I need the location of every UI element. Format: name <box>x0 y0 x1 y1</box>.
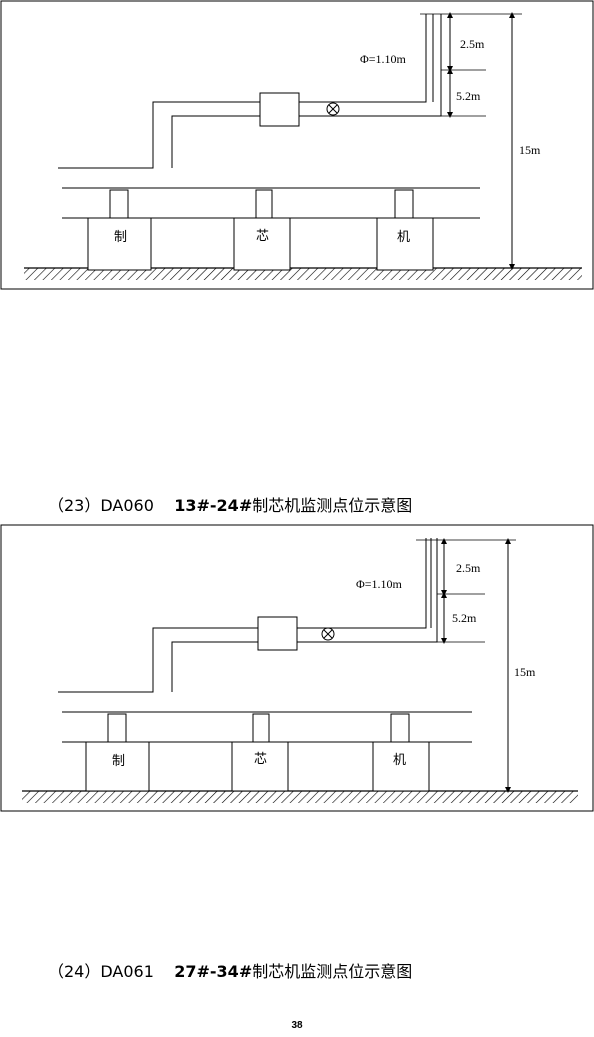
dim-label-mid: 5.2m <box>456 89 481 103</box>
duct-outer-right <box>297 538 427 629</box>
machine-connector <box>109 189 129 219</box>
machine-box <box>87 217 152 271</box>
machine-connector <box>394 189 414 219</box>
duct-inner <box>171 115 260 168</box>
machine-box <box>376 217 434 271</box>
machine-label: 制 <box>112 754 125 769</box>
diagram-frame <box>0 524 594 812</box>
machine-box <box>231 741 289 792</box>
page-number: 38 <box>291 1020 303 1031</box>
machine-label: 制 <box>114 230 127 245</box>
machine-label: 机 <box>397 230 410 245</box>
figure-caption-24: （24）DA061 27#-34#制芯机监测点位示意图 <box>48 958 412 982</box>
machine-label: 机 <box>393 753 406 768</box>
caption-range: 27#-34# <box>174 962 253 981</box>
machine-box <box>85 741 150 792</box>
dim-label-top: 2.5m <box>460 37 485 51</box>
ground-hatch <box>24 268 582 280</box>
dim-label-top: 2.5m <box>456 561 481 575</box>
figure-caption-23: （23）DA060 13#-24#制芯机监测点位示意图 <box>48 492 412 516</box>
machine-connector <box>255 189 273 219</box>
monitoring-point-icon <box>326 102 340 116</box>
duct-inner <box>171 641 258 692</box>
duct-outer <box>58 627 258 693</box>
caption-title: 制芯机监测点位示意图 <box>252 962 413 981</box>
machine-box <box>233 217 291 271</box>
caption-title: 制芯机监测点位示意图 <box>252 496 413 515</box>
duct-outer <box>58 101 260 169</box>
ground-hatch <box>22 791 578 803</box>
fan-box <box>259 92 300 127</box>
machine-label: 芯 <box>256 229 269 244</box>
machine-box <box>372 741 430 792</box>
machine-connector <box>390 713 410 743</box>
caption-prefix: （23）DA060 <box>48 496 154 515</box>
dim-label-mid: 5.2m <box>452 611 477 625</box>
machine-connector <box>107 713 127 743</box>
caption-range: 13#-24# <box>174 496 253 515</box>
monitoring-point-icon <box>321 627 335 641</box>
monitoring-diagram-1: 制 芯 机 2.5m 5.2m 15m Φ=1.10m <box>0 0 594 290</box>
monitoring-diagram-2: 制 芯 机 2.5m 5.2m 15m Φ=1.10m <box>0 524 594 812</box>
diameter-label: Φ=1.10m <box>360 52 407 66</box>
duct-outer-right <box>299 14 427 103</box>
dim-label-total: 15m <box>514 665 536 679</box>
diagram-frame <box>0 0 594 290</box>
caption-prefix: （24）DA061 <box>48 962 154 981</box>
machine-connector <box>252 713 270 743</box>
machine-label: 芯 <box>254 752 267 767</box>
fan-box <box>257 616 298 651</box>
diameter-label: Φ=1.10m <box>356 577 403 591</box>
dim-label-total: 15m <box>519 143 541 157</box>
